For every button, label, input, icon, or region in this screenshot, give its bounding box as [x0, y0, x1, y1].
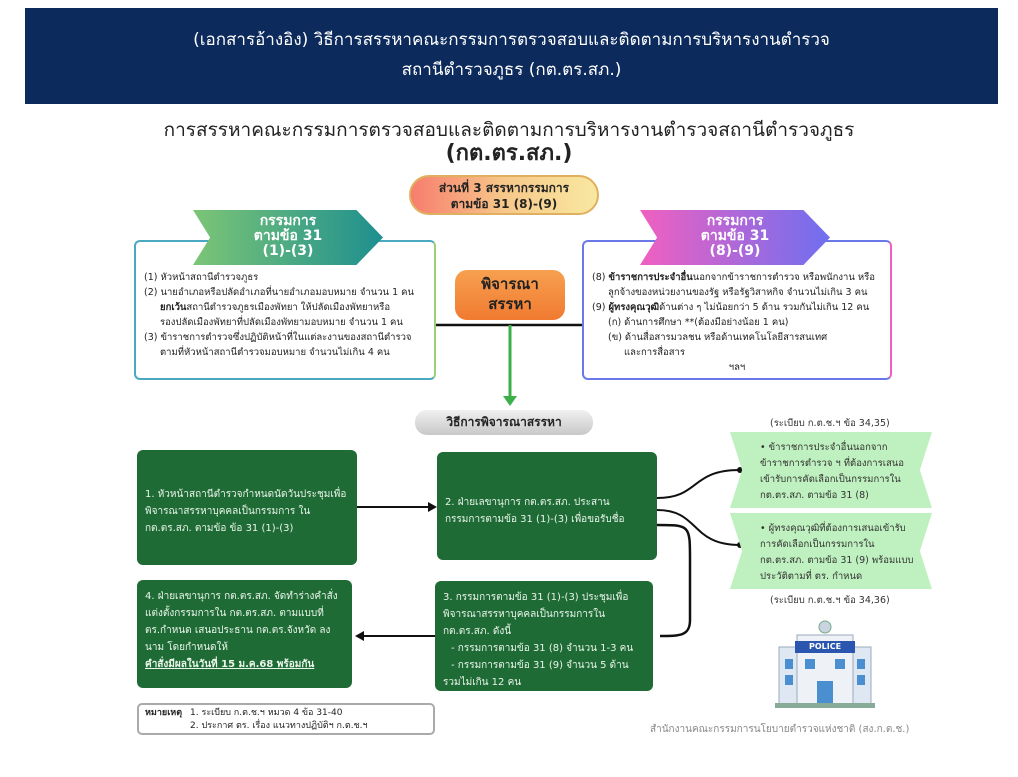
step-2: 2. ฝ่ายเลขานุการ กต.ตร.สภ. ประสานกรรมการ…	[437, 452, 657, 560]
item-9b-cont: และการสื่อสาร	[624, 347, 685, 358]
part-line2: ตามข้อ 31 (8)-(9)	[450, 197, 558, 211]
consider-line: สรรหา	[488, 295, 532, 313]
item-9-text: ด้านต่าง ๆ ไม่น้อยกว่า 5 ด้าน รวมกันไม่เ…	[659, 302, 870, 313]
remark-item: 2. ประกาศ ตร. เรื่อง แนวทางปฏิบัติฯ ก.ต.…	[190, 721, 368, 731]
footer-agency: สำนักงานคณะกรรมการนโยบายตำรวจแห่งชาติ (ส…	[650, 724, 910, 735]
item-9-num: (9)	[592, 302, 609, 313]
item-8-label: ข้าราชการประจำอื่น	[608, 272, 693, 283]
committee-1-3-ribbon: กรรมการ ตามข้อ 31 (1)-(3)	[193, 210, 383, 265]
ref-34-36: (ระเบียบ ก.ต.ช.ฯ ข้อ 34,36)	[770, 595, 890, 606]
step-3-text: 3. กรรมการตามข้อ 31 (1)-(3) ประชุมเพื่อพ…	[443, 592, 629, 637]
remark-item: 1. ระเบียบ ก.ต.ช.ฯ หมวด 4 ข้อ 31-40	[190, 708, 343, 718]
committee-8-9-box: (8) ข้าราชการประจำอื่นนอกจากข้าราชการตำร…	[582, 240, 892, 380]
item-1: (1) หัวหน้าสถานีตำรวจภูธร	[144, 272, 259, 283]
item-2: (2) นายอำเภอหรือปลัดอำเภอที่นายอำเภอมอบห…	[144, 287, 414, 298]
title-line2: (กต.ตร.สภ.)	[445, 141, 573, 166]
header-banner: (เอกสารอ้างอิง) วิธีการสรรหาคณะกรรมการตร…	[25, 8, 998, 104]
title-line1: การสรรหาคณะกรรมการตรวจสอบและติดตามการบริ…	[163, 119, 855, 141]
banner-line2: สถานีตำรวจภูธร (กต.ตร.สภ.)	[401, 60, 622, 80]
committee-8-9-ribbon: กรรมการ ตามข้อ 31 (8)-(9)	[640, 210, 830, 265]
item-9a: (ก) ด้านการศึกษา **(ต้องมีอย่างน้อย 1 คน…	[608, 317, 789, 328]
consider-line: พิจารณา	[481, 275, 539, 293]
ribbon-line: (1)-(3)	[262, 243, 314, 259]
banner-line1: (เอกสารอ้างอิง) วิธีการสรรหาคณะกรรมการตร…	[193, 30, 830, 50]
candidate-8-text: ข้าราชการประจำอื่นนอกจากข้าราชการตำรวจ ฯ…	[760, 442, 904, 501]
step-3-sub: - กรรมการตามข้อ 31 (8) จำนวน 1-3 คน	[451, 643, 634, 654]
part-badge: ส่วนที่ 3 สรรหากรรมการ ตามข้อ 31 (8)-(9)	[409, 175, 599, 215]
step-3-total: รวมไม่เกิน 12 คน	[443, 677, 522, 688]
ribbon-line: กรรมการ	[706, 213, 764, 229]
item-8: (8) ข้าราชการประจำอื่นนอกจากข้าราชการตำร…	[592, 270, 882, 285]
ribbon-line: กรรมการ	[259, 213, 317, 229]
item-9-label: ผู้ทรงคุณวุฒิ	[608, 302, 660, 313]
ribbon-line: ตามข้อ 31	[253, 228, 323, 244]
item-8-text: นอกจากข้าราชการตำรวจ หรือพนักงาน หรือ	[692, 272, 875, 283]
item-8-cont: ลูกจ้างของหน่วยงานของรัฐ หรือรัฐวิสาหกิจ…	[608, 287, 868, 298]
step-4-text: 4. ฝ่ายเลขานุการ กต.ตร.สภ. จัดทำร่างคำสั…	[145, 591, 338, 653]
part-line1: ส่วนที่ 3 สรรหากรรมการ	[438, 181, 570, 195]
candidate-9-text: ผู้ทรงคุณวุฒิที่ต้องการเสนอเข้ารับการคัด…	[760, 523, 914, 582]
item-9b: (ข) ด้านสื่อสารมวลชน หรือด้านเทคโนโลยีสา…	[608, 332, 828, 343]
candidate-9: • ผู้ทรงคุณวุฒิที่ต้องการเสนอเข้ารับการค…	[730, 513, 932, 589]
ribbon-line: (8)-(9)	[709, 243, 761, 259]
etc: ฯลฯ	[728, 362, 746, 373]
exception-label: ยกเว้น	[160, 302, 187, 313]
step-3: 3. กรรมการตามข้อ 31 (1)-(3) ประชุมเพื่อพ…	[435, 581, 653, 691]
page-title: การสรรหาคณะกรรมการตรวจสอบและติดตามการบริ…	[100, 118, 918, 166]
item-2-cont: รองปลัดเมืองพัทยาที่ปลัดเมืองพัทยามอบหมา…	[160, 317, 403, 328]
item-9: (9) ผู้ทรงคุณวุฒิด้านต่าง ๆ ไม่น้อยกว่า …	[592, 300, 882, 315]
item-3-cont: ตามที่หัวหน้าสถานีตำรวจมอบหมาย จำนวนไม่เ…	[160, 347, 390, 358]
consider-recruit-badge: พิจารณา สรรหา	[455, 270, 565, 320]
step-1: 1. หัวหน้าสถานีตำรวจกำหนดนัดวันประชุมเพื…	[137, 450, 357, 565]
step-4: 4. ฝ่ายเลขานุการ กต.ตร.สภ. จัดทำร่างคำสั…	[137, 580, 352, 688]
police-sign: POLICE	[809, 642, 842, 651]
remarks-label: หมายเหตุ	[145, 708, 183, 718]
item-2-exception: ยกเว้นสถานีตำรวจภูธรเมืองพัทยา ให้ปลัดเม…	[144, 300, 426, 315]
police-station-icon: POLICE	[773, 615, 877, 710]
item-3: (3) ข้าราชการตำรวจซึ่งปฏิบัติหน้าที่ในแต…	[144, 332, 412, 343]
step-3-sub: - กรรมการตามข้อ 31 (9) จำนวน 5 ด้าน	[451, 660, 629, 671]
remarks-box: หมายเหตุ 1. ระเบียบ ก.ต.ช.ฯ หมวด 4 ข้อ 3…	[137, 703, 435, 735]
ribbon-line: ตามข้อ 31	[700, 228, 770, 244]
item-8-num: (8)	[592, 272, 609, 283]
step-4-effective: คำสั่งมีผลในวันที่ 15 ม.ค.68 พร้อมกัน	[145, 659, 315, 670]
method-heading: วิธีการพิจารณาสรรหา	[415, 410, 593, 435]
ref-34-35: (ระเบียบ ก.ต.ช.ฯ ข้อ 34,35)	[770, 418, 890, 429]
exception-text: สถานีตำรวจภูธรเมืองพัทยา ให้ปลัดเมืองพัท…	[186, 302, 391, 313]
candidate-8: • ข้าราชการประจำอื่นนอกจากข้าราชการตำรวจ…	[730, 432, 932, 508]
